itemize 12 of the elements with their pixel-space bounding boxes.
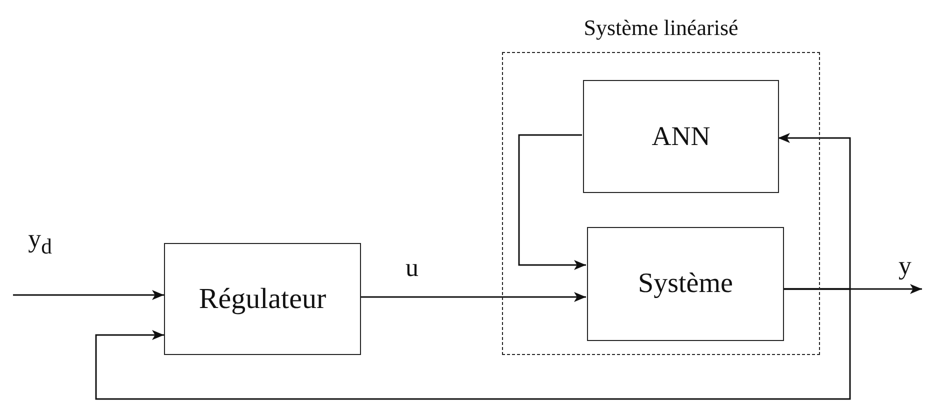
signal-arrow [13,290,164,300]
process-block [164,243,361,355]
group-title: Système linéarisé [582,15,740,41]
block-label: Régulateur [198,282,326,316]
signal-arrow [361,292,586,302]
block-label: Système [638,268,733,300]
block-label: ANN [652,121,710,152]
process-block [583,80,779,193]
signal-arrow [778,133,851,290]
signal-arrow [95,288,851,400]
process-block [587,227,784,341]
signal-arrow [518,134,586,270]
